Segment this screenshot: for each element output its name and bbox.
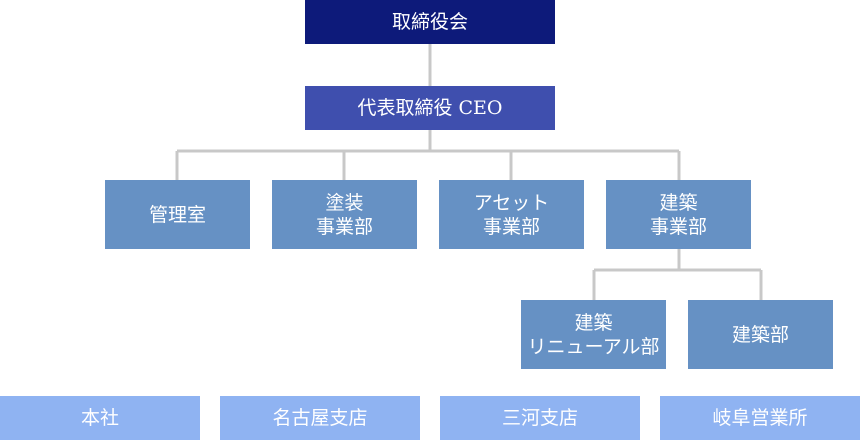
dept-construction-division-box: 建築 事業部 bbox=[606, 180, 751, 249]
construction-renewal-dept-label-line2: リニューアル部 bbox=[527, 335, 660, 358]
office-head-office-box: 本社 bbox=[0, 396, 200, 440]
dept-painting-division-box: 塗装 事業部 bbox=[272, 180, 417, 249]
office-gifu-sales-office-label: 岐阜営業所 bbox=[712, 407, 808, 429]
office-gifu-sales-office-box: 岐阜営業所 bbox=[660, 396, 860, 440]
board-of-directors-box: 取締役会 bbox=[305, 0, 555, 44]
office-mikawa-branch-box: 三河支店 bbox=[440, 396, 640, 440]
dept-management-office-label: 管理室 bbox=[148, 203, 206, 226]
construction-dept-box: 建築部 bbox=[688, 300, 833, 369]
office-nagoya-branch-label: 名古屋支店 bbox=[272, 407, 368, 429]
dept-asset-division-label-line2: 事業部 bbox=[482, 215, 540, 238]
construction-dept-label: 建築部 bbox=[731, 323, 789, 346]
dept-asset-division-box: アセット 事業部 bbox=[439, 180, 584, 249]
construction-renewal-dept-label-line1: 建築 bbox=[574, 311, 613, 334]
dept-construction-division-label-line1: 建築 bbox=[659, 191, 698, 214]
dept-painting-division-label-line1: 塗装 bbox=[325, 191, 364, 214]
office-head-office-label: 本社 bbox=[80, 407, 119, 429]
board-of-directors-label: 取締役会 bbox=[391, 11, 468, 33]
ceo-label: 代表取締役 CEO bbox=[357, 97, 503, 119]
dept-asset-division-label-line1: アセット bbox=[473, 191, 550, 214]
dept-painting-division-label-line2: 事業部 bbox=[315, 215, 373, 238]
dept-management-office-box: 管理室 bbox=[105, 180, 250, 249]
office-mikawa-branch-label: 三河支店 bbox=[501, 407, 578, 429]
construction-renewal-dept-box: 建築 リニューアル部 bbox=[521, 300, 666, 369]
dept-construction-division-label-line2: 事業部 bbox=[649, 215, 707, 238]
office-nagoya-branch-box: 名古屋支店 bbox=[220, 396, 420, 440]
ceo-box: 代表取締役 CEO bbox=[305, 86, 555, 130]
